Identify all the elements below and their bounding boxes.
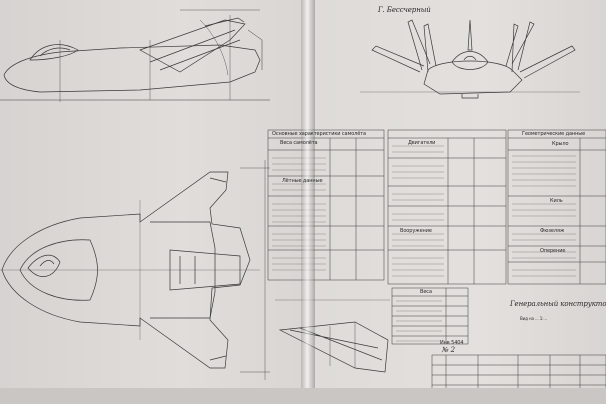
- weight-section-title: Веса самолёта: [280, 140, 318, 146]
- fuselage-label: Фюзеляж: [540, 228, 565, 234]
- sheet-label: Инв 5404: [440, 340, 464, 346]
- fin-label: Киль: [550, 198, 563, 204]
- table-text-lines: [272, 145, 576, 342]
- sheet-number: № 2: [442, 346, 456, 354]
- general-designer-note: Генеральный конструктор - Д.: [510, 300, 606, 308]
- wing-detail-drawing: [275, 299, 390, 373]
- front-view-drawing: [360, 19, 580, 99]
- bottom-edge: [0, 388, 606, 404]
- geometry-header: Геометрические данные: [522, 131, 586, 137]
- table-main-header: Основные характеристики самолёта: [272, 131, 366, 137]
- signature-top: Г. Бессчерный: [378, 6, 431, 14]
- plan-view-drawing: [0, 160, 270, 380]
- data-table-grid: [267, 129, 606, 401]
- side-view-drawing: [0, 9, 270, 102]
- page-fold: [301, 0, 315, 404]
- stand-title: Веса: [420, 289, 432, 295]
- engines-section-title: Двигатели: [408, 140, 436, 146]
- scale-note: Вид на ... 1:...: [520, 316, 547, 321]
- tail-label: Оперение: [540, 248, 566, 254]
- flight-data-label: Лётные данные: [282, 178, 323, 184]
- wing-label: Крыло: [552, 141, 569, 147]
- combat-data-label: Вооружение: [400, 228, 432, 234]
